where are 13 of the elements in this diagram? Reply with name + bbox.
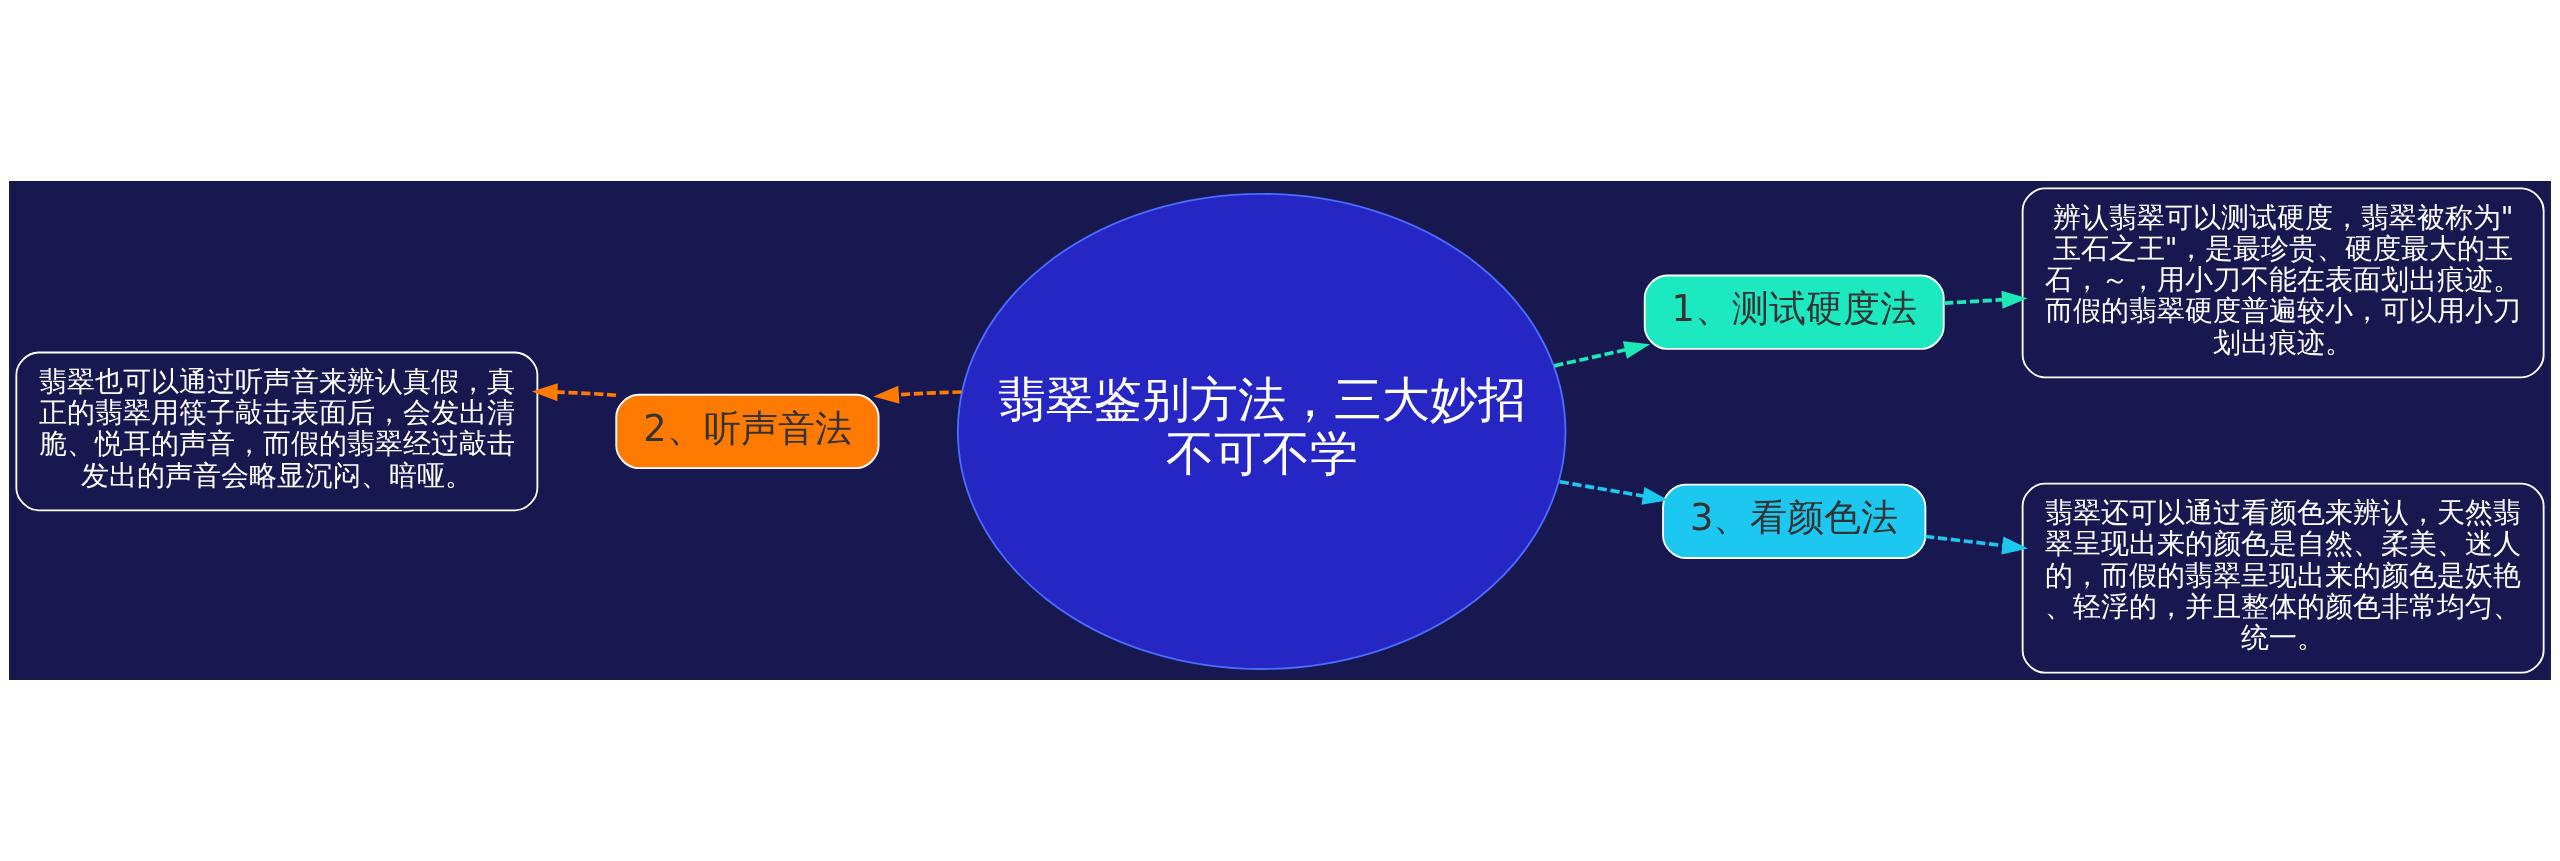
- node-box: 辨认翡翠可以测试硬度，翡翠被称为"玉石之王"，是最珍贵、硬度最大的玉石，～，用小刀不能在表面划出痕迹。而假的翡翠硬度普遍较小，可以用小刀划出痕迹。: [2021, 187, 2545, 379]
- arrow: [873, 385, 962, 404]
- arrow: [1925, 534, 2028, 555]
- arrow: [531, 383, 617, 402]
- arrow: [1944, 290, 2028, 309]
- arrow: [1559, 479, 1669, 505]
- node-ellipse: 翡翠鉴别方法，三大妙招不可不学: [956, 192, 1567, 670]
- node-box: 翡翠也可以通过听声音来辨认真假，真正的翡翠用筷子敲击表面后，会发出清脆、悦耳的声音，而假的翡翠经过敲击发出的声音会略显沉闷、暗哑。: [15, 351, 539, 512]
- node-box: 翡翠还可以通过看颜色来辨认，天然翡翠呈现出来的颜色是自然、柔美、迷人的，而假的翡翠呈现出来的颜色是妖艳、轻浮的，并且整体的颜色非常均匀、统一。: [2021, 482, 2545, 674]
- node-box: 3、看颜色法: [1662, 483, 1927, 559]
- node-box: 2、听声音法: [615, 393, 880, 470]
- arrow: [1553, 341, 1651, 368]
- node-box: 1、测试硬度法: [1643, 274, 1945, 350]
